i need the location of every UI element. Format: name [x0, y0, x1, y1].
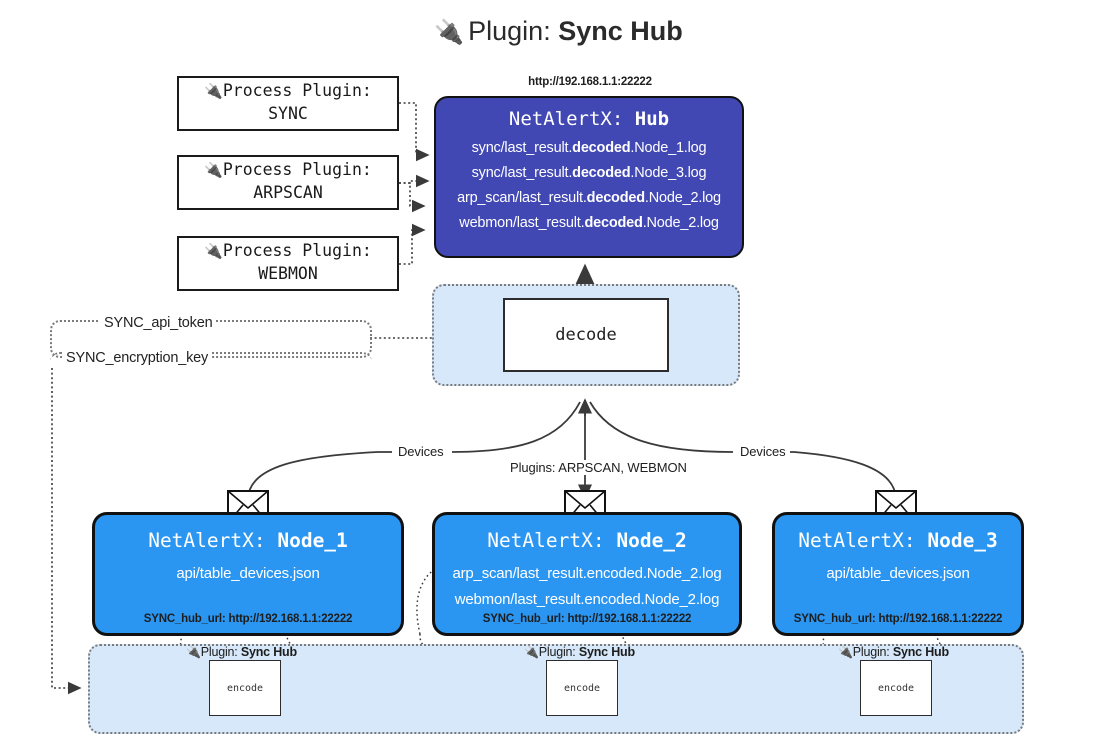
- edge-label-devices-right: Devices: [736, 444, 790, 459]
- decode-box[interactable]: decode: [503, 298, 669, 372]
- process-plugin-webmon-line1: 🔌Process Plugin:: [204, 241, 372, 261]
- sync-encryption-key-label: SYNC_encryption_key: [62, 350, 213, 366]
- hub-url-label: http://192.168.1.1:22222: [528, 76, 652, 88]
- edge-label-devices-left: Devices: [394, 444, 448, 459]
- node-card-node2[interactable]: NetAlertX: Node_2 arp_scan/last_result.e…: [432, 512, 742, 636]
- hub-log-line: sync/last_result.decoded.Node_1.log: [471, 140, 707, 156]
- node2-line: arp_scan/last_result.encoded.Node_2.log: [452, 565, 722, 582]
- node1-title: NetAlertX: Node_1: [148, 529, 348, 552]
- plug-icon: 🔌: [838, 645, 853, 659]
- process-plugin-arpscan[interactable]: 🔌Process Plugin: ARPSCAN: [177, 155, 399, 210]
- hub-title: NetAlertX: Hub: [508, 108, 670, 130]
- node3-line: api/table_devices.json: [826, 565, 970, 582]
- plug-icon: 🔌: [204, 82, 223, 101]
- process-plugin-arpscan-line1: 🔌Process Plugin:: [204, 160, 372, 180]
- hub-log-line: webmon/last_result.decoded.Node_2.log: [459, 214, 719, 231]
- process-plugin-sync-name: SYNC: [268, 103, 308, 123]
- node-card-node1[interactable]: NetAlertX: Node_1 api/table_devices.json…: [92, 512, 404, 636]
- node1-line: api/table_devices.json: [176, 565, 320, 582]
- hub-box[interactable]: NetAlertX: Hub sync/last_result.decoded.…: [434, 96, 744, 258]
- plug-icon: 🔌: [434, 19, 465, 46]
- plugin-caption-node1: 🔌Plugin: Sync Hub: [186, 645, 297, 659]
- node-card-node3[interactable]: NetAlertX: Node_3 api/table_devices.json…: [772, 512, 1024, 636]
- edge-label-plugins-center: Plugins: ARPSCAN, WEBMON: [506, 460, 691, 475]
- encode-box-node3[interactable]: encode: [860, 660, 932, 716]
- plug-icon: 🔌: [186, 645, 201, 659]
- page-title-prefix: Plugin:: [468, 16, 559, 46]
- node2-footer: SYNC_hub_url: http://192.168.1.1:22222: [482, 613, 692, 625]
- node3-title: NetAlertX: Node_3: [798, 529, 998, 552]
- plug-icon: 🔌: [204, 161, 223, 180]
- plugin-caption-node3: 🔌Plugin: Sync Hub: [838, 645, 949, 659]
- node3-footer: SYNC_hub_url: http://192.168.1.1:22222: [793, 613, 1003, 625]
- process-plugin-webmon[interactable]: 🔌Process Plugin: WEBMON: [177, 236, 399, 291]
- node2-title: NetAlertX: Node_2: [487, 529, 687, 552]
- node2-line: webmon/last_result.encoded.Node_2.log: [454, 591, 720, 608]
- process-plugin-webmon-name: WEBMON: [258, 263, 318, 283]
- encode-box-node2[interactable]: encode: [546, 660, 618, 716]
- plug-icon: 🔌: [204, 242, 223, 261]
- process-plugin-sync-line1: 🔌Process Plugin:: [204, 81, 372, 101]
- process-plugin-sync[interactable]: 🔌Process Plugin: SYNC: [177, 76, 399, 131]
- encode-box-node1[interactable]: encode: [209, 660, 281, 716]
- plug-icon: 🔌: [524, 645, 539, 659]
- page-title: 🔌Plugin: Sync Hub: [0, 16, 1117, 47]
- process-plugin-arpscan-name: ARPSCAN: [253, 182, 323, 202]
- plugin-caption-node2: 🔌Plugin: Sync Hub: [524, 645, 635, 659]
- hub-log-line: sync/last_result.decoded.Node_3.log: [471, 164, 707, 181]
- page-title-name: Sync Hub: [558, 16, 683, 46]
- sync-api-token-label: SYNC_api_token: [100, 315, 217, 331]
- node1-footer: SYNC_hub_url: http://192.168.1.1:22222: [143, 613, 353, 625]
- hub-log-line: arp_scan/last_result.decoded.Node_2.log: [457, 189, 721, 206]
